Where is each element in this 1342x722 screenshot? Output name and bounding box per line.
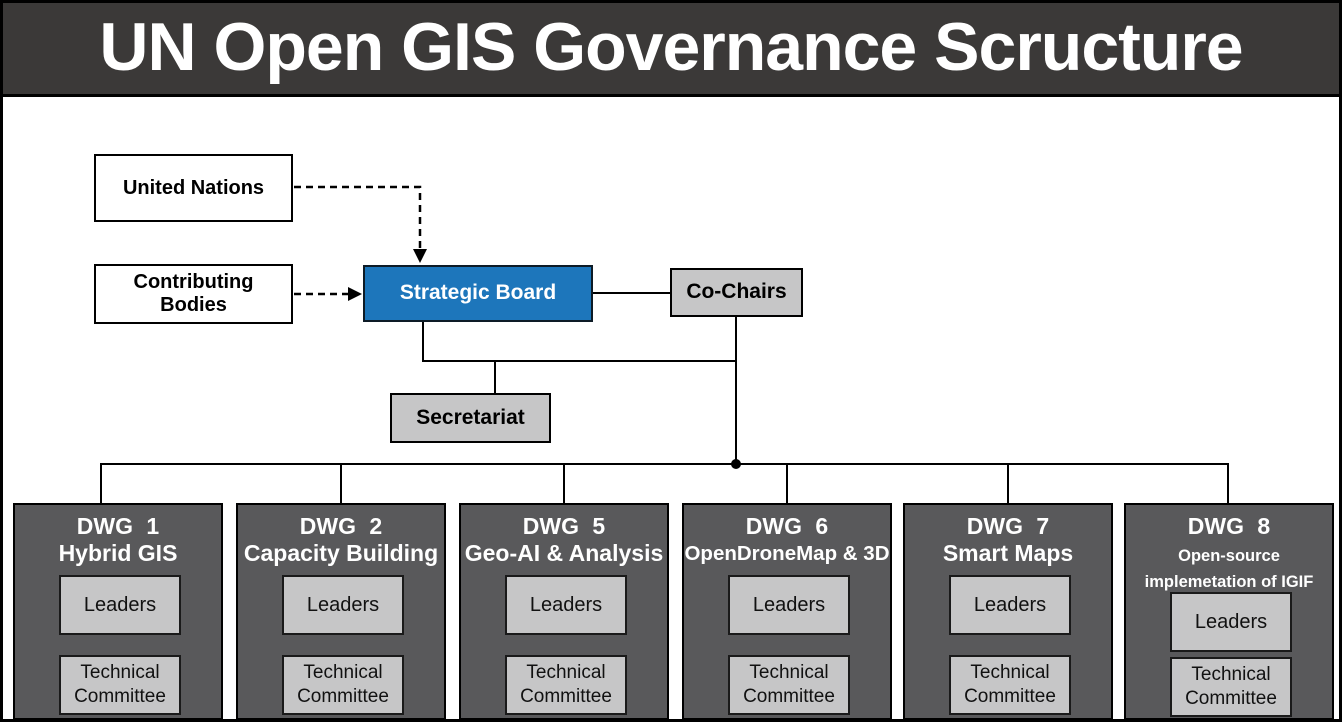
dwg-6-leaders-box: Leaders (728, 575, 850, 635)
node-contributing-bodies: Contributing Bodies (94, 264, 293, 324)
dwg-6-technical-committee-box: Technical Committee (728, 655, 850, 715)
dwg-2-title: DWG 2 (299, 513, 383, 539)
dwg-7-title: DWG 7 (966, 513, 1050, 539)
dwg-2-subtitle: Capacity Building (243, 540, 439, 566)
node-strategic-board-label: Strategic Board (399, 281, 557, 305)
dwg-box-5: DWG 5 Geo-AI & Analysis Leaders Technica… (459, 503, 669, 719)
dwg-1-leaders-box: Leaders (59, 575, 181, 635)
page-title: UN Open GIS Governance Scructure (99, 8, 1243, 85)
node-co-chairs-label: Co-Chairs (686, 280, 787, 304)
dwg-6-title: DWG 6 (745, 513, 829, 539)
arrowhead-right-icon (348, 287, 362, 301)
dwg-6-subtitle: OpenDroneMap & 3D (684, 542, 890, 565)
node-co-chairs: Co-Chairs (670, 268, 803, 317)
dwg-1-title: DWG 1 (76, 513, 160, 539)
dwg-2-technical-committee-box: Technical Committee (282, 655, 404, 715)
dwg-8-subtitle-line1: Open-source (1178, 547, 1280, 565)
title-bar: UN Open GIS Governance Scructure (3, 3, 1339, 97)
node-secretariat-label: Secretariat (416, 405, 525, 429)
dwg-1-subtitle: Hybrid GIS (58, 540, 178, 566)
dwg-8-title: DWG 8 (1187, 513, 1271, 539)
node-strategic-board: Strategic Board (363, 265, 593, 322)
node-united-nations: United Nations (94, 154, 293, 222)
dwg-5-title: DWG 5 (522, 513, 606, 539)
dwg-2-leaders-box: Leaders (282, 575, 404, 635)
dwg-box-1: DWG 1 Hybrid GIS Leaders Technical Commi… (13, 503, 223, 719)
connector-layer (100, 185, 1229, 505)
node-united-nations-label: United Nations (122, 176, 265, 199)
node-secretariat: Secretariat (390, 393, 551, 443)
dwg-5-subtitle: Geo-AI & Analysis (464, 540, 664, 566)
dwg-7-technical-committee-box: Technical Committee (949, 655, 1071, 715)
dwg-8-technical-committee-box: Technical Committee (1170, 657, 1292, 717)
dwg-1-technical-committee-box: Technical Committee (59, 655, 181, 715)
dwg-5-leaders-box: Leaders (505, 575, 627, 635)
dwg-5-technical-committee-box: Technical Committee (505, 655, 627, 715)
dwg-8-subtitle-line2: implemetation of IGIF (1144, 573, 1314, 591)
dwg-box-6: DWG 6 OpenDroneMap & 3D Leaders Technica… (682, 503, 892, 719)
dwg-box-8: DWG 8 Open-source implemetation of IGIF … (1124, 503, 1334, 719)
dwg-box-7: DWG 7 Smart Maps Leaders Technical Commi… (903, 503, 1113, 719)
dwg-8-leaders-box: Leaders (1170, 592, 1292, 652)
node-contributing-bodies-label: Contributing Bodies (133, 271, 254, 316)
junction-dot (731, 459, 741, 469)
connector-board-down (422, 322, 736, 362)
dashed-un-to-board (294, 185, 422, 251)
arrowhead-down-icon (413, 249, 427, 263)
dwg-7-subtitle: Smart Maps (942, 540, 1074, 566)
dwg-7-leaders-box: Leaders (949, 575, 1071, 635)
dwg-box-2: DWG 2 Capacity Building Leaders Technica… (236, 503, 446, 719)
